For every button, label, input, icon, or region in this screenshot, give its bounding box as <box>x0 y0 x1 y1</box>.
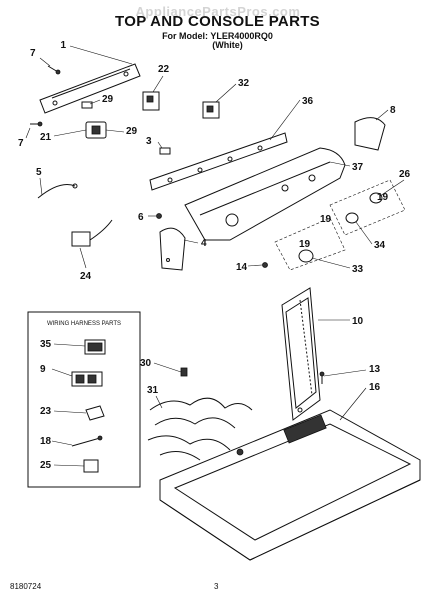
callout-4: 4 <box>201 238 207 249</box>
part-switch-22 <box>142 91 160 111</box>
part-end-cap-4 <box>159 227 186 271</box>
dashed-outline-33 <box>274 217 346 271</box>
part-29-clip <box>81 101 93 109</box>
part-timer-21 <box>85 121 107 139</box>
callout-6: 6 <box>138 212 144 223</box>
callout-23: 23 <box>40 406 52 417</box>
part-screw-13 <box>319 371 325 384</box>
doc-number: 8180724 <box>10 582 42 591</box>
callout-10: 10 <box>352 316 364 327</box>
part-end-cap-8 <box>354 117 386 151</box>
callout-5: 5 <box>36 167 42 178</box>
part-console-rear-panel <box>39 63 141 114</box>
part-wire-5 <box>37 183 78 199</box>
callout-33: 33 <box>352 264 364 275</box>
part-bracket-36 <box>149 132 288 191</box>
callout-19c: 19 <box>299 239 311 250</box>
callout-31: 31 <box>147 385 159 396</box>
watermark: AppliancePartsPros.com <box>135 4 301 19</box>
leader-lines <box>25 57 405 467</box>
model-line: For Model: YLER4000RQ0 <box>162 31 273 41</box>
part-knob-34 <box>345 212 359 224</box>
callout-35: 35 <box>40 339 52 350</box>
part-terminal-24 <box>71 219 113 247</box>
callout-21: 21 <box>40 132 52 143</box>
part-23-clip <box>85 405 105 421</box>
part-18-tie <box>71 435 103 447</box>
callout-7b: 7 <box>18 138 24 149</box>
part-35-plug <box>84 339 106 355</box>
part-knob-26 <box>369 192 383 204</box>
wiring-harness-box <box>27 311 141 488</box>
callout-3: 3 <box>146 136 152 147</box>
callout-19a: 19 <box>377 192 389 203</box>
callout-29b: 29 <box>126 126 138 137</box>
callout-25: 25 <box>40 460 52 471</box>
dashed-outline-26 <box>329 179 406 236</box>
callout-13: 13 <box>369 364 381 375</box>
wiring-harness-title: WIRING HARNESS PARTS <box>47 321 121 327</box>
part-30 <box>180 367 188 377</box>
page-number: 3 <box>214 582 219 591</box>
color-line: (White) <box>212 40 243 50</box>
callout-14: 14 <box>236 262 248 273</box>
leader-1 <box>69 45 133 65</box>
part-clip-3 <box>159 147 171 155</box>
part-screw-14 <box>262 262 268 268</box>
callout-37: 37 <box>352 162 364 173</box>
callout-22: 22 <box>158 64 170 75</box>
callout-16: 16 <box>369 382 381 393</box>
part-top-panel-16 <box>159 407 421 561</box>
callout-7a: 7 <box>30 48 36 59</box>
part-knob-33 <box>298 249 314 263</box>
part-harness-31 <box>147 397 253 461</box>
callout-1: 1 <box>60 40 66 51</box>
callout-36: 36 <box>302 96 314 107</box>
callout-29a: 29 <box>102 94 114 105</box>
part-screw-7b <box>30 121 43 127</box>
callout-30: 30 <box>140 358 152 369</box>
callout-9: 9 <box>40 364 46 375</box>
callout-19b: 19 <box>320 214 332 225</box>
part-screw-6 <box>156 213 162 219</box>
part-switch-32 <box>202 101 220 119</box>
part-25-block <box>83 459 99 473</box>
page-title: TOP AND CONSOLE PARTS <box>115 13 320 30</box>
callout-26: 26 <box>399 169 411 180</box>
callout-8: 8 <box>390 105 396 116</box>
part-lint-screen-10 <box>281 287 321 421</box>
part-screw-7a <box>47 65 61 75</box>
part-9-connector <box>71 371 103 387</box>
callout-18: 18 <box>40 436 52 447</box>
callout-34: 34 <box>374 240 386 251</box>
part-console-37 <box>184 147 346 241</box>
callout-24: 24 <box>80 271 92 282</box>
callout-32: 32 <box>238 78 250 89</box>
